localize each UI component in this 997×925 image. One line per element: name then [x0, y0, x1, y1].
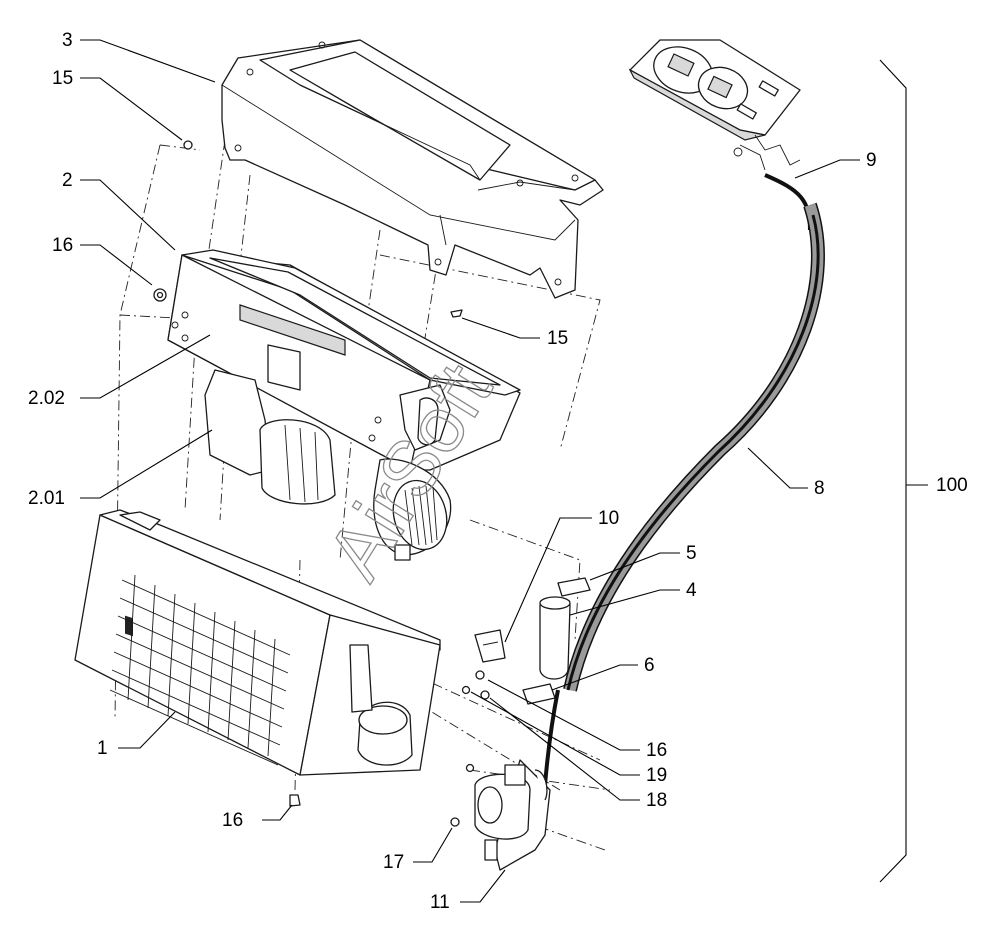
label-part-15-mid: 15 — [547, 328, 568, 349]
leader-lines — [80, 39, 860, 903]
assembly-100-bracket — [879, 59, 907, 883]
small-hardware — [153, 140, 591, 827]
part-1-heater-box — [74, 509, 441, 776]
part-2-housing — [167, 249, 521, 561]
label-part-8: 8 — [814, 478, 825, 499]
label-part-15-top: 15 — [52, 68, 73, 89]
label-part-2: 2 — [62, 170, 73, 191]
label-part-18: 18 — [646, 790, 667, 811]
part-3-top-cover — [221, 39, 604, 299]
label-part-100: 100 — [936, 475, 968, 496]
part-100-control-panel — [628, 39, 801, 171]
part-11-water-valve — [474, 759, 551, 871]
label-part-19: 19 — [646, 765, 667, 786]
label-part-6: 6 — [644, 655, 655, 676]
label-part-1: 1 — [97, 738, 108, 759]
part-labels: 3 15 2 16 15 2.02 2.01 1 16 9 8 100 10 5… — [28, 30, 968, 913]
part-8-9-cable — [543, 173, 825, 786]
label-part-17: 17 — [383, 852, 404, 873]
heater-grille — [125, 615, 133, 637]
label-part-2-01: 2.01 — [28, 488, 65, 509]
label-part-16-bottom: 16 — [222, 810, 243, 831]
label-part-16-upper: 16 — [52, 235, 73, 256]
label-part-5: 5 — [686, 543, 697, 564]
label-part-2-02: 2.02 — [28, 388, 65, 409]
label-part-4: 4 — [686, 580, 697, 601]
label-part-10: 10 — [598, 508, 619, 529]
label-part-9: 9 — [866, 150, 877, 171]
label-part-3: 3 — [62, 30, 73, 51]
label-part-11: 11 — [430, 892, 450, 913]
label-part-16-right: 16 — [646, 740, 667, 761]
